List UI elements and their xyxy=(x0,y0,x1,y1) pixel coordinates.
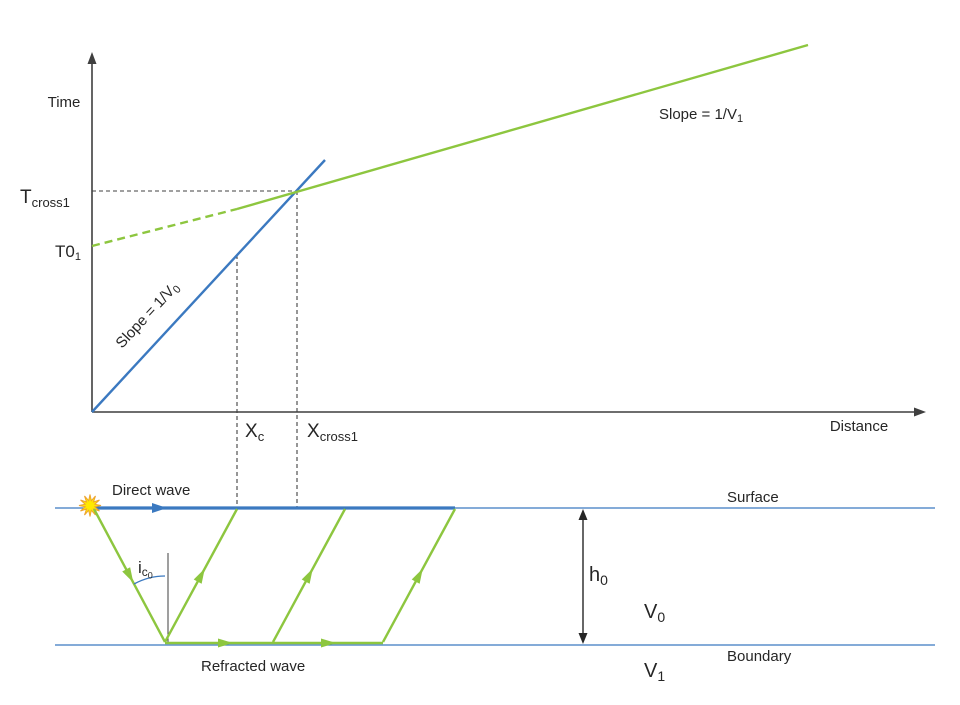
xcross1-label: Xcross1 xyxy=(307,421,358,444)
critical-angle-label: ic0 xyxy=(138,558,153,581)
distance-axis-label: Distance xyxy=(830,418,888,435)
refracted-wave-label: Refracted wave xyxy=(201,658,305,675)
thickness-measure-down-arrow-icon xyxy=(578,633,588,644)
downgoing-ray-arrow-icon xyxy=(122,567,134,583)
refracted-wave-traveltime-line xyxy=(236,43,809,211)
slope-v0-label: Slope = 1/V0 xyxy=(112,279,183,353)
surface-label: Surface xyxy=(727,489,779,506)
upgoing-ray-2-arrow-icon xyxy=(301,568,313,584)
critical-angle-arc-icon xyxy=(133,575,166,585)
distance-axis-arrow-icon xyxy=(914,407,926,417)
upper-velocity-label: V0 xyxy=(644,601,665,625)
tcross1-label: Tcross1 xyxy=(20,187,70,210)
thickness-measure-up-arrow-icon xyxy=(578,509,588,520)
travel-time-graph: Time Distance Tcross1 T01 Xc Xcross1 Slo… xyxy=(20,43,926,508)
t0-label: T01 xyxy=(55,242,81,263)
cross-section: ic0 Direct wave Surface Boundary Refract… xyxy=(55,482,935,684)
headwave-arrow2-icon xyxy=(321,638,336,648)
lower-velocity-label: V1 xyxy=(644,660,665,684)
shot-source-star-icon xyxy=(78,494,102,517)
boundary-label: Boundary xyxy=(727,648,792,665)
direct-wave-label: Direct wave xyxy=(112,482,190,499)
time-axis-arrow-icon xyxy=(87,52,97,64)
time-axis-label: Time xyxy=(48,94,81,111)
slope-v1-label: Slope = 1/V1 xyxy=(659,106,743,125)
upgoing-ray-1-arrow-icon xyxy=(193,568,205,584)
refracted-wave-intercept-dashed-line xyxy=(91,207,238,248)
upgoing-ray-3-arrow-icon xyxy=(411,568,423,584)
direct-wave-traveltime-line xyxy=(91,159,326,413)
layer-thickness-label: h0 xyxy=(589,564,608,588)
headwave-arrow-icon xyxy=(218,638,233,648)
xc-label: Xc xyxy=(245,421,265,444)
direct-wave-arrow-icon xyxy=(152,503,167,513)
